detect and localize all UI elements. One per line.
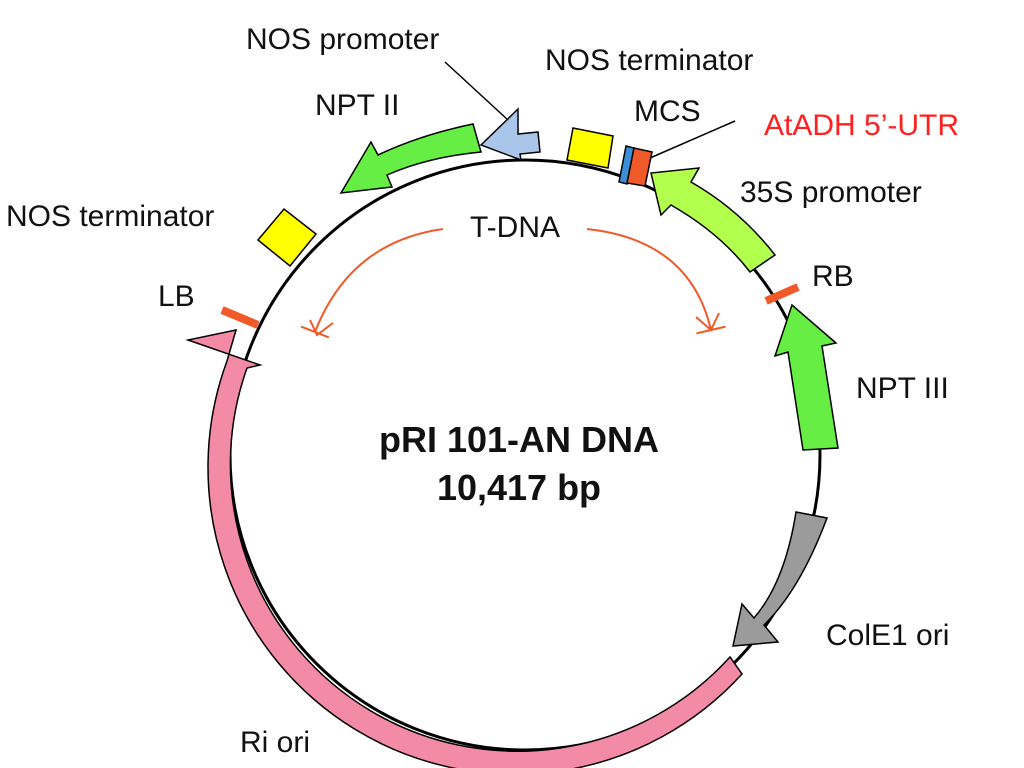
lb-marker xyxy=(220,306,260,329)
npt-iii-arrow xyxy=(773,303,839,451)
atadh-utr-box xyxy=(626,147,653,187)
t-dna-right-arrow xyxy=(586,228,726,335)
label-nos-terminator-left: NOS terminator xyxy=(6,200,214,233)
t-dna-left-arrowhead xyxy=(309,319,334,337)
label-cole1-ori: ColE1 ori xyxy=(826,619,949,652)
label-t-dna: T-DNA xyxy=(470,211,560,244)
t-dna-right-arrowhead xyxy=(695,312,720,332)
nos-promoter-arrow xyxy=(479,107,541,162)
plasmid-name: pRI 101-AN DNA xyxy=(379,419,659,460)
label-nos-promoter: NOS promoter xyxy=(246,23,439,56)
label-atadh-utr: AtADH 5’-UTR xyxy=(764,109,959,142)
t-dna-left-arrow xyxy=(300,228,444,339)
mcs-box xyxy=(618,145,635,185)
cole1-ori-arrow xyxy=(732,511,829,647)
label-ri-ori: Ri ori xyxy=(240,726,310,759)
label-nos-terminator-top: NOS terminator xyxy=(545,44,753,77)
nos-promoter-leader xyxy=(444,61,509,121)
plasmid-size: 10,417 bp xyxy=(437,467,601,508)
nos-terminator-left-box xyxy=(256,207,318,268)
nos-terminator-top-box xyxy=(566,127,614,169)
npt-ii-arrow xyxy=(339,123,482,194)
35s-promoter-arrow xyxy=(650,167,777,274)
label-rb: RB xyxy=(812,260,854,293)
mcs-leader xyxy=(649,120,736,159)
label-npt-iii: NPT III xyxy=(856,372,949,405)
label-mcs: MCS xyxy=(634,95,701,128)
label-lb: LB xyxy=(158,280,195,313)
ri-ori-arrow xyxy=(185,329,743,768)
label-npt-ii: NPT II xyxy=(315,89,399,122)
rb-marker xyxy=(764,283,800,305)
label-35s-promoter: 35S promoter xyxy=(740,176,922,209)
